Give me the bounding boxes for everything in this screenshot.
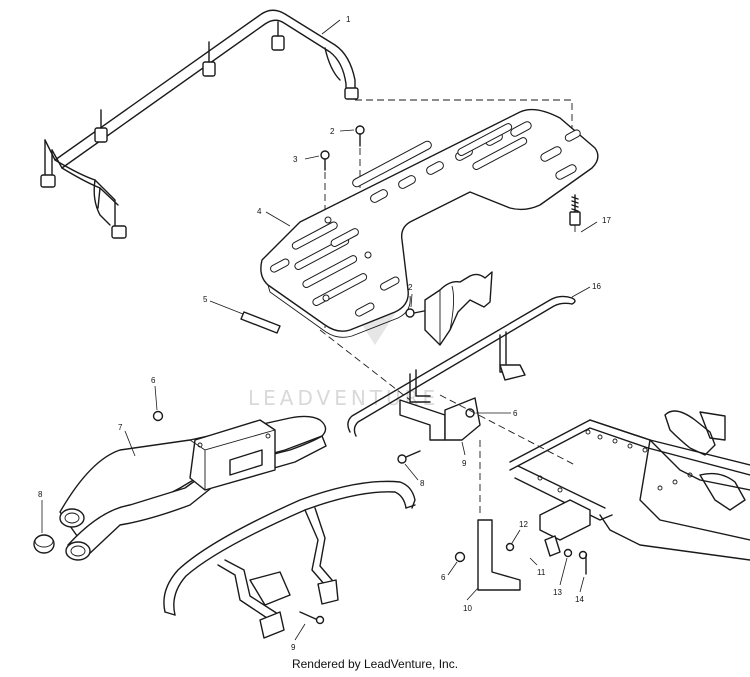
screw-3[interactable] [320,150,330,171]
callout-5: 5 [203,295,208,304]
rack-plate[interactable] [260,108,599,338]
callout-8: 8 [38,490,43,499]
bolt-17[interactable] [569,194,581,226]
footer-credit: Rendered by LeadVenture, Inc. [291,657,459,671]
callout-13: 11 [537,568,546,577]
callout-6-left: 6 [151,376,156,385]
vehicle-frame [509,410,750,561]
lower-bumper-frame-9[interactable] [163,480,416,639]
rack-mount-bracket[interactable] [424,271,493,346]
callout-15: 14 [575,595,584,604]
callout-16: 16 [592,282,601,291]
callout-6-lower: 6 [441,573,446,582]
leader-1 [321,19,341,35]
callout-11: 9 [462,459,467,468]
bracket-13[interactable] [539,499,591,541]
spacer-tube[interactable] [544,535,561,557]
nut-6-left[interactable] [152,410,164,422]
callout-2-lower: 2 [408,283,413,292]
screw-2-top[interactable] [355,125,365,147]
callout-3: 3 [293,155,298,164]
decal-5[interactable] [240,311,281,334]
hitch-post-12[interactable] [477,519,521,591]
washer-14-lower[interactable] [563,548,573,558]
front-bumper-bar-7[interactable] [59,415,327,561]
callout-12: 10 [463,604,472,613]
end-plug-8[interactable] [33,534,55,554]
rear-rack-rail[interactable] [40,9,359,239]
bolt-15[interactable] [578,550,588,575]
washer-14-upper[interactable] [505,542,515,552]
callout-9: 9 [291,643,296,652]
side-rail-16[interactable] [347,295,576,437]
callout-17: 17 [602,216,611,225]
callout-10: 8 [420,479,425,488]
callout-14-lower: 13 [553,588,562,597]
bolt-10[interactable] [397,450,421,464]
callout-1: 1 [346,15,351,24]
callout-6-middle: 6 [513,409,518,418]
callout-7: 7 [118,423,123,432]
callout-2-top: 2 [330,127,335,136]
screw-2-lower[interactable] [405,308,425,318]
nut-6-lower[interactable] [454,551,466,563]
callout-14-upper: 12 [519,520,528,529]
callout-4: 4 [257,207,262,216]
